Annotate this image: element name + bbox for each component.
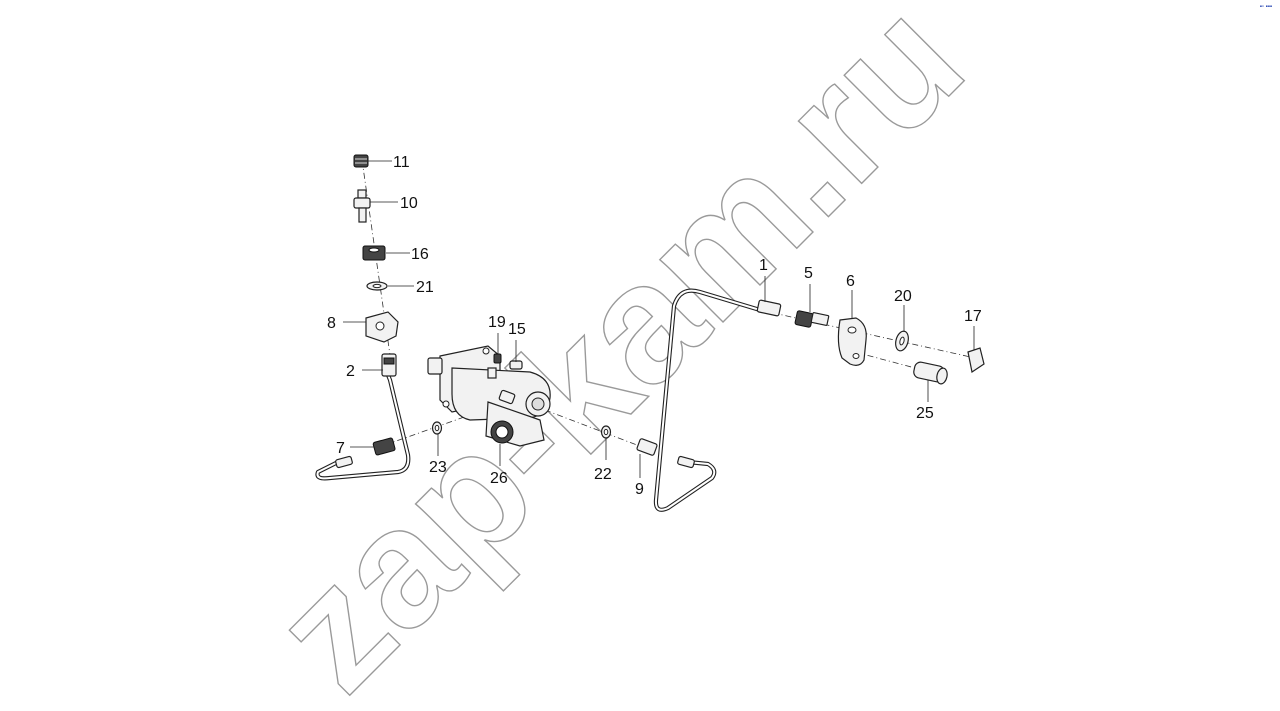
callout-22: 22 bbox=[594, 466, 612, 483]
master-cylinder bbox=[427, 345, 551, 447]
callout-6: 6 bbox=[846, 273, 855, 290]
callout-26: 26 bbox=[490, 470, 508, 487]
adapter-5 bbox=[794, 310, 830, 328]
fitting-2 bbox=[381, 353, 397, 377]
callout-21: 21 bbox=[416, 279, 434, 296]
callout-7: 7 bbox=[336, 440, 345, 457]
callout-5: 5 bbox=[804, 265, 813, 282]
bleeder-valve-10 bbox=[353, 189, 371, 223]
screw-15 bbox=[509, 360, 523, 370]
callout-2: 2 bbox=[346, 363, 355, 380]
cap-11 bbox=[353, 154, 369, 168]
bolt-25 bbox=[913, 361, 948, 385]
plate-6 bbox=[837, 317, 867, 366]
callout-15: 15 bbox=[508, 321, 526, 338]
callout-1: 1 bbox=[759, 257, 768, 274]
screw-19 bbox=[493, 353, 502, 364]
callout-10: 10 bbox=[400, 195, 418, 212]
washer-21 bbox=[366, 281, 388, 291]
watermark-text: zap-kam.ru bbox=[238, 0, 998, 711]
centerline-bracket bbox=[759, 309, 976, 359]
corner-logo-icon: ▪▫ ▪▪▪ bbox=[1259, 4, 1272, 10]
nut-16 bbox=[362, 245, 386, 261]
callout-9: 9 bbox=[635, 481, 644, 498]
nut-17 bbox=[967, 347, 985, 373]
centerline-left-fitting bbox=[384, 414, 471, 446]
callout-19: 19 bbox=[488, 314, 506, 331]
left-brake-tube bbox=[315, 372, 411, 481]
right-brake-tube bbox=[653, 288, 763, 512]
o-ring-23 bbox=[431, 421, 443, 435]
callout-23: 23 bbox=[429, 459, 447, 476]
callout-labels: 11 10 16 21 8 2 7 23 19 15 26 22 9 1 5 6… bbox=[327, 154, 982, 498]
centerline-right-fitting bbox=[544, 409, 651, 451]
leader-lines bbox=[343, 160, 975, 478]
callout-25: 25 bbox=[916, 405, 934, 422]
bracket-8 bbox=[365, 311, 399, 343]
fitting-9 bbox=[636, 438, 695, 469]
callout-20: 20 bbox=[894, 288, 912, 305]
tube-nut-1 bbox=[756, 299, 782, 317]
callout-17: 17 bbox=[964, 308, 982, 325]
o-ring-22 bbox=[600, 425, 612, 439]
callout-8: 8 bbox=[327, 315, 336, 332]
callout-16: 16 bbox=[411, 246, 429, 263]
fitting-7 bbox=[335, 437, 396, 469]
washer-20 bbox=[895, 330, 909, 352]
callout-11: 11 bbox=[393, 154, 410, 171]
